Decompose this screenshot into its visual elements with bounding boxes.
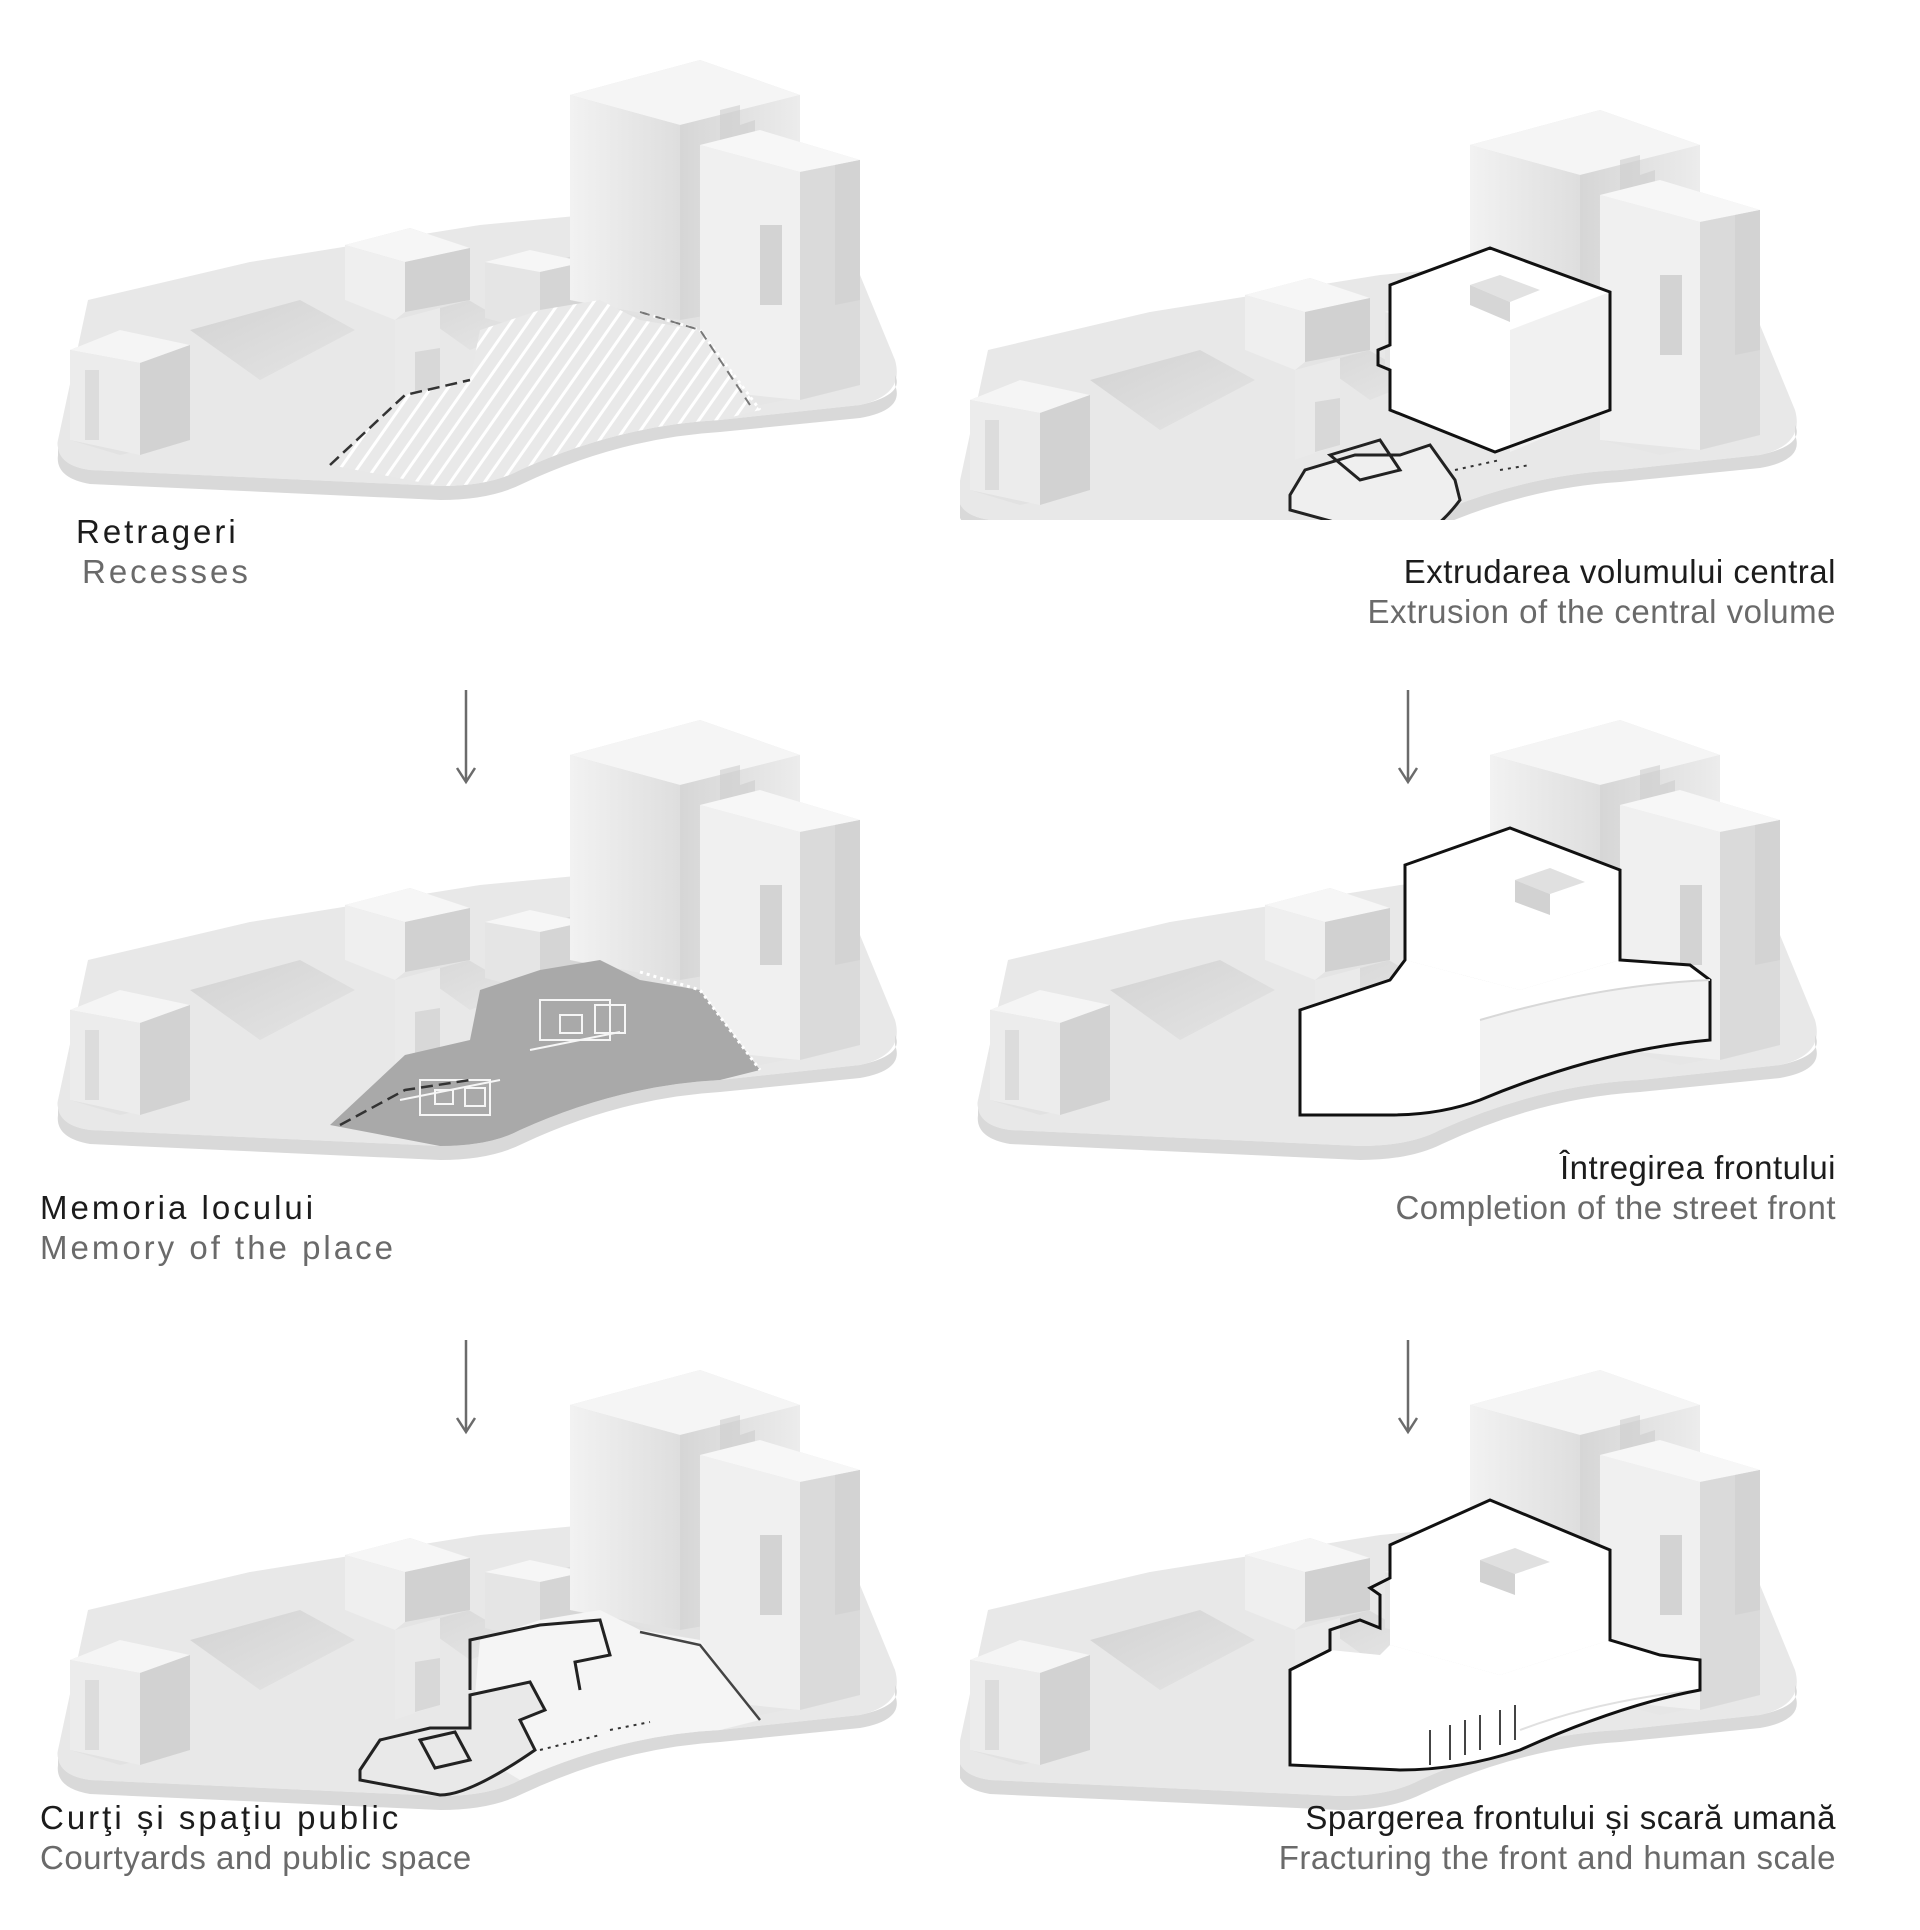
title-ro: Curţi și spaţiu public (40, 1799, 402, 1836)
down-arrow-icon (1397, 1340, 1419, 1435)
memory-scene (57, 720, 897, 1160)
title-ro: Spargerea frontului și scară umană (1305, 1799, 1836, 1836)
panel-fracturing: Spargerea frontului și scară umană Fract… (960, 1310, 1920, 1930)
down-arrow-icon (455, 1340, 477, 1435)
fractured-volume (1288, 1498, 1702, 1772)
fracturing-scene (960, 1370, 1797, 1810)
title-en: Courtyards and public space (40, 1838, 472, 1876)
down-arrow-icon (455, 690, 477, 785)
title-ro: Retrageri (76, 513, 239, 550)
title-en: Completion of the street front (1395, 1188, 1836, 1226)
street-front-scene (977, 720, 1817, 1160)
title-ro: Memoria locului (40, 1189, 317, 1226)
hatched-recess-area (330, 300, 760, 486)
street-front-volume (1298, 826, 1712, 1117)
caption-street-front: Întregirea frontului Completion of the s… (1395, 1148, 1836, 1227)
caption-central-volume: Extrudarea volumului central Extrusion o… (1367, 552, 1836, 631)
down-arrow-icon (1397, 690, 1419, 785)
title-en: Extrusion of the central volume (1367, 592, 1836, 630)
memory-floor (330, 960, 760, 1146)
courtyard-outline (358, 1618, 761, 1797)
panel-street-front: Întregirea frontului Completion of the s… (960, 660, 1920, 1280)
panel-recesses: Retrageri Recesses (0, 0, 960, 620)
panel-central-volume: Extrudarea volumului central Extrusion o… (960, 0, 1920, 630)
caption-courtyards: Curţi și spaţiu public Courtyards and pu… (40, 1798, 472, 1877)
title-en: Fracturing the front and human scale (1278, 1838, 1836, 1876)
caption-fracturing: Spargerea frontului și scară umană Fract… (1279, 1798, 1836, 1877)
panel-courtyards: Curţi și spaţiu public Courtyards and pu… (0, 1310, 960, 1930)
panel-memory: Memoria locului Memory of the place (0, 660, 960, 1280)
historic-plan-traces (399, 999, 626, 1116)
courtyard-outline (1288, 443, 1462, 520)
central-volume (1376, 246, 1612, 454)
title-en: Memory of the place (40, 1228, 396, 1266)
caption-memory: Memoria locului Memory of the place (40, 1188, 396, 1267)
title-en: Recesses (82, 552, 251, 590)
recesses-scene (57, 60, 897, 500)
caption-recesses: Retrageri Recesses (76, 512, 251, 591)
central-volume-scene (960, 110, 1797, 520)
title-ro: Întregirea frontului (1560, 1149, 1836, 1186)
title-ro: Extrudarea volumului central (1403, 553, 1836, 590)
courtyards-scene (57, 1370, 897, 1810)
